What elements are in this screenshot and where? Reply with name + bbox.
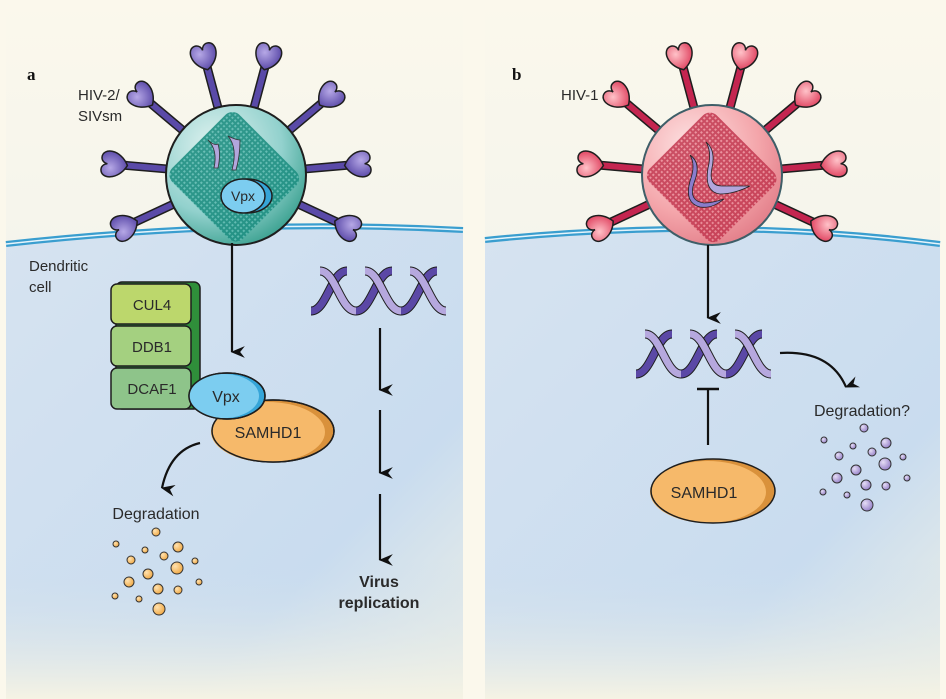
fragment [111, 592, 119, 600]
vpx-bound-label: Vpx [212, 389, 240, 406]
virus-label-a-line1: HIV-2/ [78, 87, 121, 104]
spike-head [126, 80, 155, 108]
fragment [878, 457, 892, 471]
vpx-virion-label: Vpx [231, 188, 255, 204]
degradation-label-b: Degradation? [814, 403, 910, 420]
rna-strand-icon [207, 139, 220, 169]
fragment [819, 488, 827, 496]
cul4-label: CUL4 [133, 297, 171, 314]
spike-head [585, 214, 614, 243]
vpx-virion [220, 178, 266, 214]
fragment [172, 541, 184, 553]
virus-label-a-line2: SIVsm [78, 108, 122, 125]
panel-b-letter: b [512, 65, 521, 84]
spike-head [334, 214, 363, 243]
fragment [159, 551, 169, 561]
viral-dna-b [634, 329, 773, 379]
fragment [834, 451, 844, 461]
ddb1-block [110, 325, 192, 367]
rna-strand-icon [705, 141, 751, 195]
fragment [860, 479, 872, 491]
outcome-label-line2: replication [339, 595, 420, 612]
fragment [191, 557, 199, 565]
samhd1-a-label: SAMHD1 [235, 425, 302, 442]
cell-label-line1: Dendritic [29, 258, 89, 275]
fragment [173, 585, 183, 595]
fragment [850, 464, 862, 476]
spikes-a [100, 42, 372, 243]
fragment [142, 568, 154, 580]
ddb1-label: DDB1 [132, 339, 172, 356]
fragment [899, 453, 907, 461]
fragment [112, 540, 120, 548]
capsid-b [646, 112, 777, 243]
panel-b: b HIV-1 SAMHD1 Degradation? [484, 0, 941, 699]
spike-head [665, 42, 693, 71]
cell-label-line2: cell [29, 279, 52, 296]
panel-a: a HIV-2/ SIVsm Vpx Dendritic cell CUL4 [5, 0, 464, 699]
dcaf1-label: DCAF1 [127, 381, 176, 398]
fragment [849, 442, 857, 450]
fragment [126, 555, 136, 565]
hiv1-virion [576, 42, 848, 246]
fragment [860, 498, 874, 512]
fragment [152, 602, 166, 616]
rna-strand-icon [687, 154, 725, 208]
spike-head [793, 80, 822, 108]
fragment [880, 437, 892, 449]
samhd1-b-label: SAMHD1 [671, 485, 738, 502]
spike-head [100, 150, 129, 178]
spike-head [602, 80, 631, 108]
fragment [820, 436, 828, 444]
spikes-b [576, 42, 848, 243]
viral-dna-a [309, 266, 448, 316]
spike-head [109, 214, 138, 243]
outcome-label-line1: Virus [359, 574, 399, 591]
spike-head [819, 150, 848, 178]
fragment [170, 561, 184, 575]
vpx-bound [189, 374, 259, 418]
spike-head [255, 42, 283, 71]
spike-head [343, 150, 372, 178]
spike-head [576, 150, 605, 178]
samhd1-b [650, 461, 766, 523]
fragment [152, 583, 164, 595]
fragment [123, 576, 135, 588]
fragment [903, 474, 911, 482]
fragment [881, 481, 891, 491]
panel-a-letter: a [27, 65, 36, 84]
degradation-fragments-a [111, 527, 203, 616]
fragment [843, 491, 851, 499]
spike-head [731, 42, 759, 71]
fragment [151, 527, 161, 537]
degradation-fragments-b [819, 423, 911, 512]
rna-strand-icon [227, 135, 241, 171]
spike-head [810, 214, 839, 243]
spike-head [189, 42, 217, 71]
e3-ligase-complex: CUL4 DDB1 DCAF1 [110, 281, 201, 410]
hiv2-virion: Vpx [100, 42, 372, 246]
capsid-a [169, 111, 300, 242]
cul4-block [110, 283, 192, 325]
degradation-label-a: Degradation [112, 506, 199, 523]
virus-label-b: HIV-1 [561, 87, 599, 104]
fragment [195, 578, 203, 586]
fragment [135, 595, 143, 603]
fragment [831, 472, 843, 484]
fragment [867, 447, 877, 457]
spike-head [317, 80, 346, 108]
fragment [859, 423, 869, 433]
degradation-arrow-b[interactable] [779, 351, 861, 388]
degradation-arrow-a[interactable] [160, 441, 201, 497]
fragment [141, 546, 149, 554]
